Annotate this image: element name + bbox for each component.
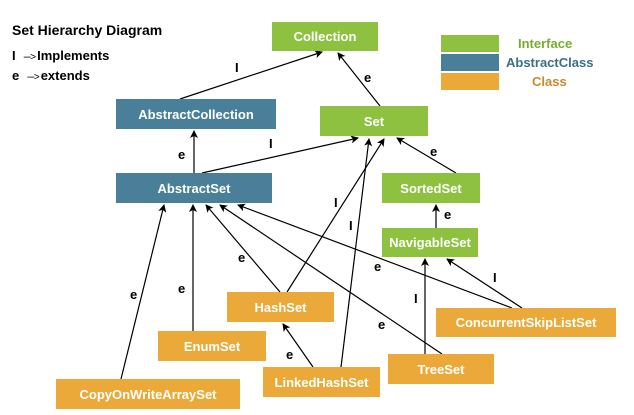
key-swatch-interface: [441, 35, 499, 52]
edge-concurrentskiplistset-abstractset: [237, 203, 513, 309]
edge-label: e: [178, 147, 186, 162]
node-concurrent-skip-list-set: ConcurrentSkipListSet: [436, 308, 616, 337]
node-enum-set: EnumSet: [158, 331, 266, 361]
edge-treeset-abstractset: [219, 204, 443, 355]
edge-linkedhashset-hashset: [282, 323, 314, 368]
edge-label: I: [414, 291, 418, 306]
edge-copyonwritearrayset-abstractset: [120, 204, 167, 380]
node-abstract-set: AbstractSet: [116, 173, 272, 203]
edge-sortedset-set: [396, 137, 457, 174]
notation-meaning: extends: [40, 68, 90, 83]
key-label-class: Class: [532, 74, 567, 89]
dashed-arrow-icon: --->: [23, 52, 36, 63]
edge-hashset-abstractset: [205, 204, 281, 293]
node-collection: Collection: [272, 22, 378, 51]
notation-meaning: Implements: [37, 48, 110, 63]
node-copy-on-write-array-set: CopyOnWriteArraySet: [56, 379, 240, 409]
edge-label: I: [493, 270, 497, 285]
edge-label: e: [364, 70, 372, 85]
notation-symbol: e: [12, 68, 20, 83]
node-sorted-set: SortedSet: [382, 173, 480, 203]
key-label-abstract-class: AbstractClass: [506, 55, 594, 70]
notation-implements: I --->Implements: [12, 48, 109, 63]
key-swatch-abstract-class: [441, 54, 499, 71]
dashed-arrow-icon: --->: [26, 72, 40, 83]
node-abstract-collection: AbstractCollection: [116, 99, 276, 129]
node-navigable-set: NavigableSet: [382, 228, 478, 257]
edge-label: e: [238, 250, 246, 265]
edge-label: e: [374, 259, 382, 274]
key-swatch-class: [441, 73, 499, 90]
edge-label: I: [235, 60, 239, 75]
diagram-title: Set Hierarchy Diagram: [12, 22, 163, 38]
edge-set-collection: [337, 52, 381, 107]
edge-label: e: [130, 287, 138, 302]
key-label-interface: Interface: [518, 36, 573, 51]
edge-label: e: [378, 317, 386, 332]
edge-label: e: [444, 207, 452, 222]
node-tree-set: TreeSet: [388, 354, 494, 384]
edge-label: e: [430, 144, 438, 159]
edge-concurrentskiplistset-navigableset: [446, 258, 523, 309]
edge-label: I: [349, 218, 353, 233]
edge-abstractset-set: [201, 135, 359, 174]
notation-symbol: I: [12, 48, 16, 63]
node-hash-set: HashSet: [227, 292, 334, 322]
node-linked-hash-set: LinkedHashSet: [263, 367, 380, 397]
notation-extends: e --->extends: [12, 68, 90, 83]
edge-label: I: [334, 195, 338, 210]
edge-label: I: [269, 136, 273, 151]
edge-abstractcollection-collection: [179, 50, 323, 100]
edge-label: e: [178, 281, 186, 296]
edge-label: e: [286, 347, 294, 362]
edge-hashset-set: [286, 138, 385, 293]
edge-linkedhashset-set: [340, 138, 373, 368]
node-set: Set: [320, 106, 428, 136]
